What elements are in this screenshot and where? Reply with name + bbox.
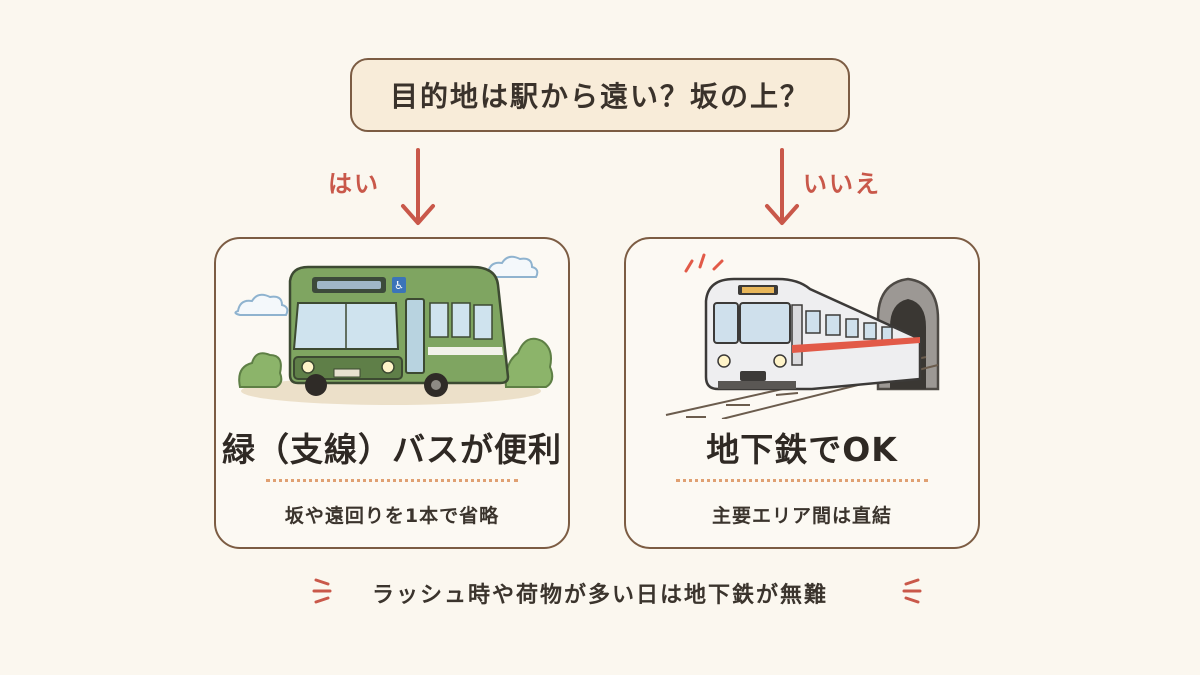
sparkle-icon — [312, 578, 332, 604]
divider — [266, 479, 518, 482]
yes-label: はい — [328, 170, 380, 198]
footer-note: ラッシュ時や荷物が多い日は地下鉄が無難 — [371, 583, 828, 608]
subway-option-card: 地下鉄でOK 主要エリア間は直結 — [624, 237, 980, 549]
sparkle-icon — [684, 253, 724, 273]
divider — [676, 479, 928, 482]
no-label: いいえ — [803, 170, 881, 198]
subway-train-icon — [704, 277, 922, 391]
question-box: 目的地は駅から遠い？坂の上？ — [350, 58, 850, 132]
question-text: 目的地は駅から遠い？坂の上？ — [389, 80, 810, 113]
sparkle-icon — [902, 578, 922, 604]
bus-option-title: 緑（支線）バスが便利 — [222, 430, 562, 469]
svg-text:♿: ♿ — [394, 279, 404, 292]
bus-icon: ♿ — [288, 265, 510, 397]
bus-option-subtitle: 坂や遠回りを1本で省略 — [284, 505, 500, 527]
bus-option-card: ♿ 緑（支線）バスが便利 坂や遠回りを1本で省略 — [214, 237, 570, 549]
down-arrow-icon — [765, 148, 799, 225]
bus-illustration: ♿ — [234, 255, 554, 405]
subway-option-subtitle: 主要エリア間は直結 — [711, 505, 892, 527]
subway-illustration — [665, 253, 940, 419]
down-arrow-icon — [401, 148, 435, 225]
subway-option-title: 地下鉄でOK — [706, 430, 898, 469]
bush-icon — [238, 337, 554, 388]
cloud-icon — [234, 255, 539, 316]
